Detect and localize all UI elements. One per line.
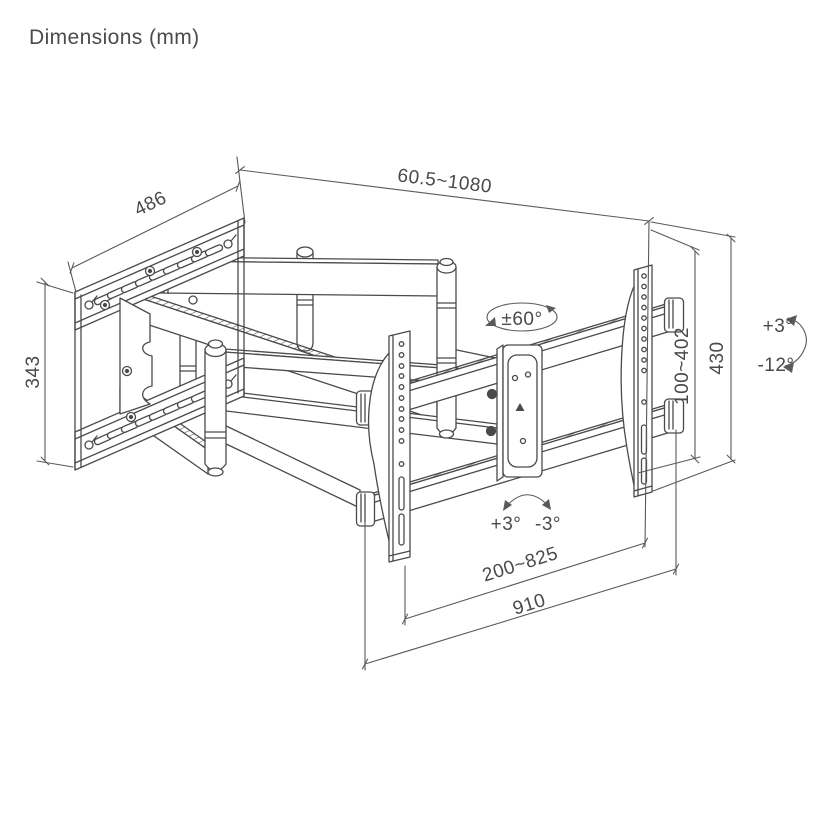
dim-wall-plate-height-label: 343 [23,355,44,388]
dim-wall-plate-width [67,156,246,293]
level-left-label: +3° [491,514,522,535]
dim-bracket-height [650,221,736,492]
wall-plate-slots-top [93,244,224,306]
dim-vesa-height-range [637,229,701,474]
teardrop-holes [84,234,237,450]
dim-extension-range-label: 60.5~1080 [396,165,493,197]
dim-crossbar-width [361,429,680,671]
dim-extension-range [235,166,654,548]
tilt-arrow [783,315,807,373]
dim-bracket-height-label: 430 [707,341,728,374]
level-adjust-arrow [503,494,551,511]
arm-mounting-bracket [99,297,153,423]
tv-rail-left [367,330,411,563]
wall-plate [74,217,245,471]
dim-vesa-width-range [401,537,649,626]
swivel-range-label: ±60° [501,309,542,330]
vesa-plate [485,344,543,482]
tilt-down-label: -12° [757,355,794,376]
vesa-arrow-marker [515,403,525,411]
dim-crossbar-width-label: 910 [510,590,548,620]
front-pivot-post-lower [204,339,227,477]
page-title: Dimensions (mm) [29,26,200,49]
swivel-arrow [485,302,558,332]
dim-wall-plate-height [36,277,74,468]
level-right-label: -3° [535,514,561,535]
dim-vesa-width-range-label: 200~825 [480,543,561,586]
tilt-up-label: +3° [763,316,794,337]
dim-wall-plate-width-label: 486 [131,187,170,220]
dim-vesa-height-range-label: 100~402 [672,327,693,405]
front-pivot-post-upper [436,257,457,439]
